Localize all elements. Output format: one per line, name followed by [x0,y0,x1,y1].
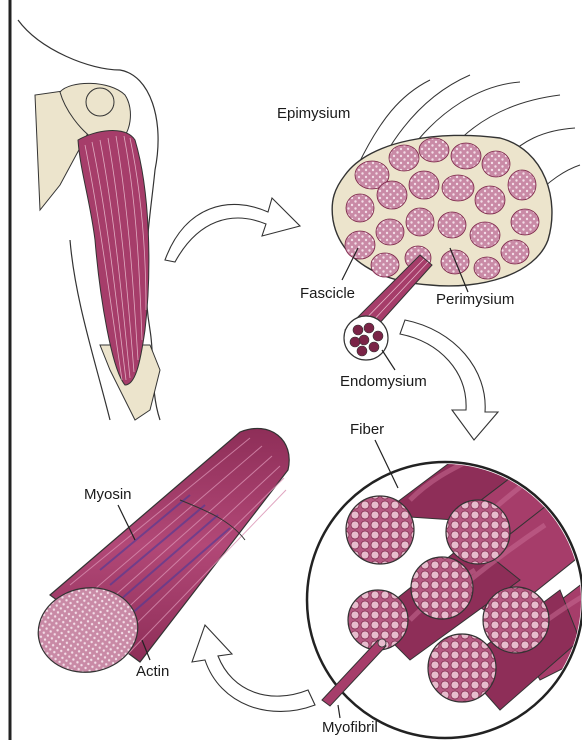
label-myosin: Myosin [84,487,132,502]
arm-illustration [18,20,160,420]
label-epimysium: Epimysium [277,106,350,121]
label-fiber: Fiber [350,422,384,437]
muscle-cross-section [332,75,580,360]
arrow-arm-to-epimysium [165,198,300,262]
label-myofibril: Myofibril [322,720,378,735]
label-perimysium: Perimysium [436,292,514,307]
label-actin: Actin [136,664,169,679]
label-fascicle: Fascicle [300,286,355,301]
fiber-bundle-circle [307,440,582,738]
arrow-fiber-to-myofibril [192,625,315,711]
label-endomysium: Endomysium [340,374,427,389]
myofibril-cylinder [31,428,289,680]
